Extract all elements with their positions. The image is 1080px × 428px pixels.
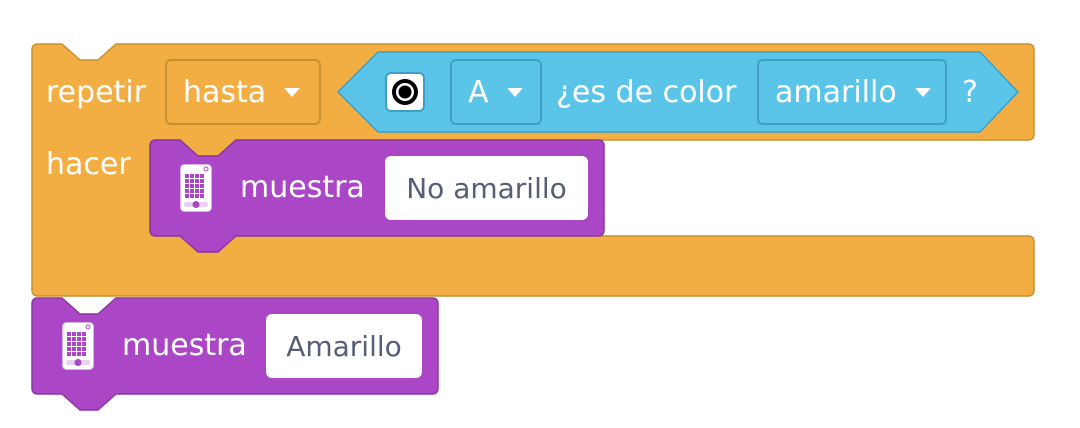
inner-show-label: muestra <box>240 170 365 205</box>
chevron-down-icon <box>284 87 301 97</box>
repeat-mode-value: hasta <box>183 74 267 110</box>
question-mark-label: ? <box>962 75 978 110</box>
outer-text-input[interactable]: Amarillo <box>266 314 422 378</box>
color-sensor-icon <box>385 72 425 112</box>
inner-text-input[interactable]: No amarillo <box>385 156 588 220</box>
light-matrix-icon <box>180 164 212 217</box>
color-question-label: ¿es de color <box>556 75 737 110</box>
port-dropdown[interactable]: A <box>450 59 542 125</box>
color-value: amarillo <box>775 74 897 110</box>
color-sensor-glyph <box>392 79 418 105</box>
color-dropdown[interactable]: amarillo <box>757 59 947 125</box>
repeat-mode-dropdown[interactable]: hasta <box>165 59 321 125</box>
port-value: A <box>468 74 489 110</box>
outer-show-label: muestra <box>122 328 247 363</box>
do-label: hacer <box>46 147 131 182</box>
chevron-down-icon <box>914 87 931 97</box>
light-matrix-icon <box>62 322 94 375</box>
chevron-down-icon <box>506 87 523 97</box>
repeat-label: repetir <box>46 75 147 110</box>
